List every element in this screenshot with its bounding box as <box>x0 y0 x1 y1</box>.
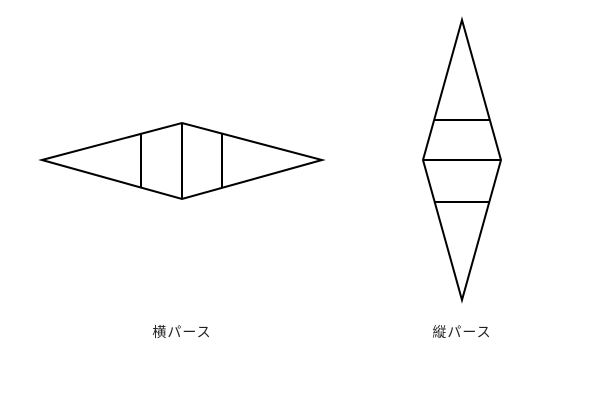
vertical-diamond-outline <box>421 16 503 304</box>
horizontal-perspective-caption: 横パース <box>152 325 212 341</box>
vertical-perspective-caption: 縦パース <box>432 325 492 341</box>
horizontal-diamond-outline <box>38 121 326 201</box>
vertical-perspective-figure <box>421 16 503 304</box>
horizontal-perspective-figure <box>38 121 326 201</box>
